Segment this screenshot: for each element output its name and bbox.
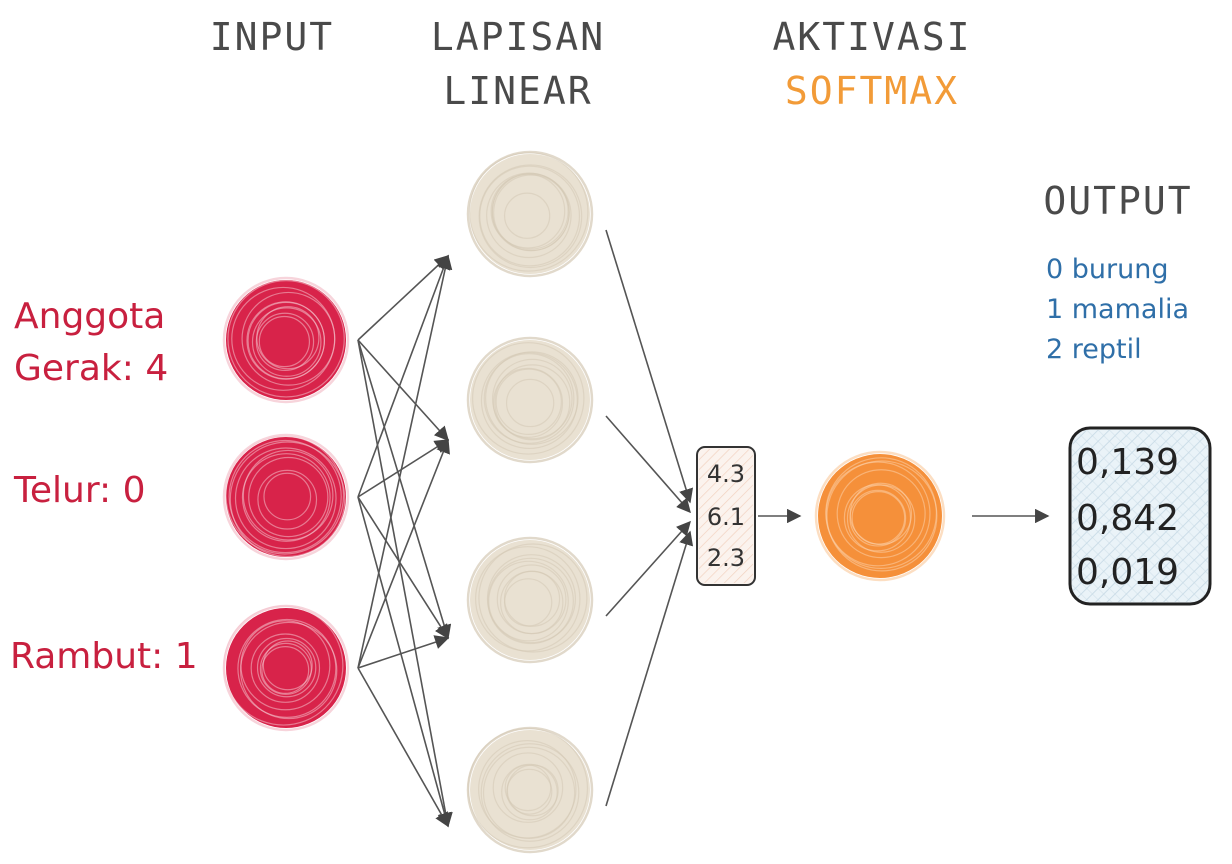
- hidden-node-3: [466, 726, 594, 854]
- input-label-1: Telur: 0: [13, 470, 145, 511]
- edge-input-2-hidden-2: [357, 635, 450, 669]
- logit-value-0: 4.3: [707, 460, 745, 488]
- input-label-0-line1: Anggota: [14, 296, 165, 337]
- logit-value-1: 6.1: [707, 503, 745, 531]
- edge-input-2-hidden-0: [357, 254, 453, 669]
- legend-item-2: 2 reptil: [1046, 334, 1142, 365]
- hidden-node-2: [466, 536, 594, 664]
- output-probability-0: 0,139: [1076, 442, 1179, 483]
- edge-input-0-hidden-3: [357, 339, 453, 828]
- header-activation-line2: SOFTMAX: [785, 69, 959, 113]
- nodes: [222, 150, 946, 854]
- edge-input-0-hidden-0: [357, 255, 450, 341]
- logit-value-2: 2.3: [707, 544, 745, 572]
- edge-hidden-3-logits: [605, 530, 694, 807]
- header-input: INPUT: [210, 15, 334, 59]
- edge-input-2-hidden-3: [357, 667, 449, 828]
- edges-input-to-hidden: [357, 254, 453, 828]
- output-box: 0,139 0,842 0,019: [1068, 426, 1212, 606]
- edge-hidden-1-logits: [605, 415, 691, 514]
- header-activation-line1: AKTIVASI: [772, 15, 971, 59]
- input-node-1: [222, 433, 350, 561]
- hidden-node-1: [466, 336, 594, 464]
- edge-input-1-hidden-1: [357, 439, 450, 498]
- header-output: OUTPUT: [1043, 179, 1192, 223]
- input-node-0: [222, 276, 350, 404]
- edge-input-1-hidden-0: [357, 254, 451, 498]
- edge-input-0-hidden-1: [357, 339, 449, 442]
- hidden-node-0: [466, 150, 594, 278]
- legend-item-0: 0 burung: [1046, 254, 1168, 285]
- edge-hidden-2-logits: [605, 520, 691, 617]
- edge-input-1-hidden-2: [357, 496, 449, 640]
- edges-hidden-to-logits: [605, 229, 694, 807]
- edge-input-1-hidden-3: [357, 496, 452, 828]
- output-probability-2: 0,019: [1076, 552, 1179, 593]
- softmax-node: [814, 450, 946, 582]
- legend-item-1: 1 mamalia: [1046, 294, 1189, 325]
- edge-input-2-hidden-1: [357, 438, 450, 669]
- input-node-2: [222, 604, 350, 732]
- edge-input-0-hidden-2: [357, 339, 452, 640]
- input-label-0-line2: Gerak: 4: [14, 348, 168, 389]
- output-probability-1: 0,842: [1076, 498, 1179, 539]
- edge-hidden-0-logits: [605, 229, 694, 504]
- input-label-2: Rambut: 1: [10, 636, 198, 677]
- logit-box: 4.3 6.1 2.3: [696, 446, 756, 586]
- header-linear-line2: LINEAR: [443, 69, 592, 113]
- header-linear-line1: LAPISAN: [431, 15, 605, 59]
